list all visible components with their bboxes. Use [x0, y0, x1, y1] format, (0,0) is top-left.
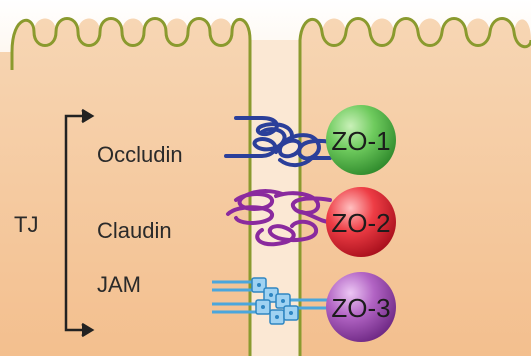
occludin-label: Occludin [97, 142, 183, 167]
tj-label: TJ [14, 212, 38, 237]
jam-label: JAM [97, 272, 141, 297]
zo-1-protein: ZO-1 [326, 105, 396, 175]
zo-3-label: ZO-3 [331, 293, 390, 323]
claudin-label: Claudin [97, 218, 172, 243]
zo-3-protein: ZO-3 [326, 272, 396, 342]
zo-1-label: ZO-1 [331, 126, 390, 156]
zo-2-protein: ZO-2 [326, 187, 396, 257]
zo-2-label: ZO-2 [331, 208, 390, 238]
